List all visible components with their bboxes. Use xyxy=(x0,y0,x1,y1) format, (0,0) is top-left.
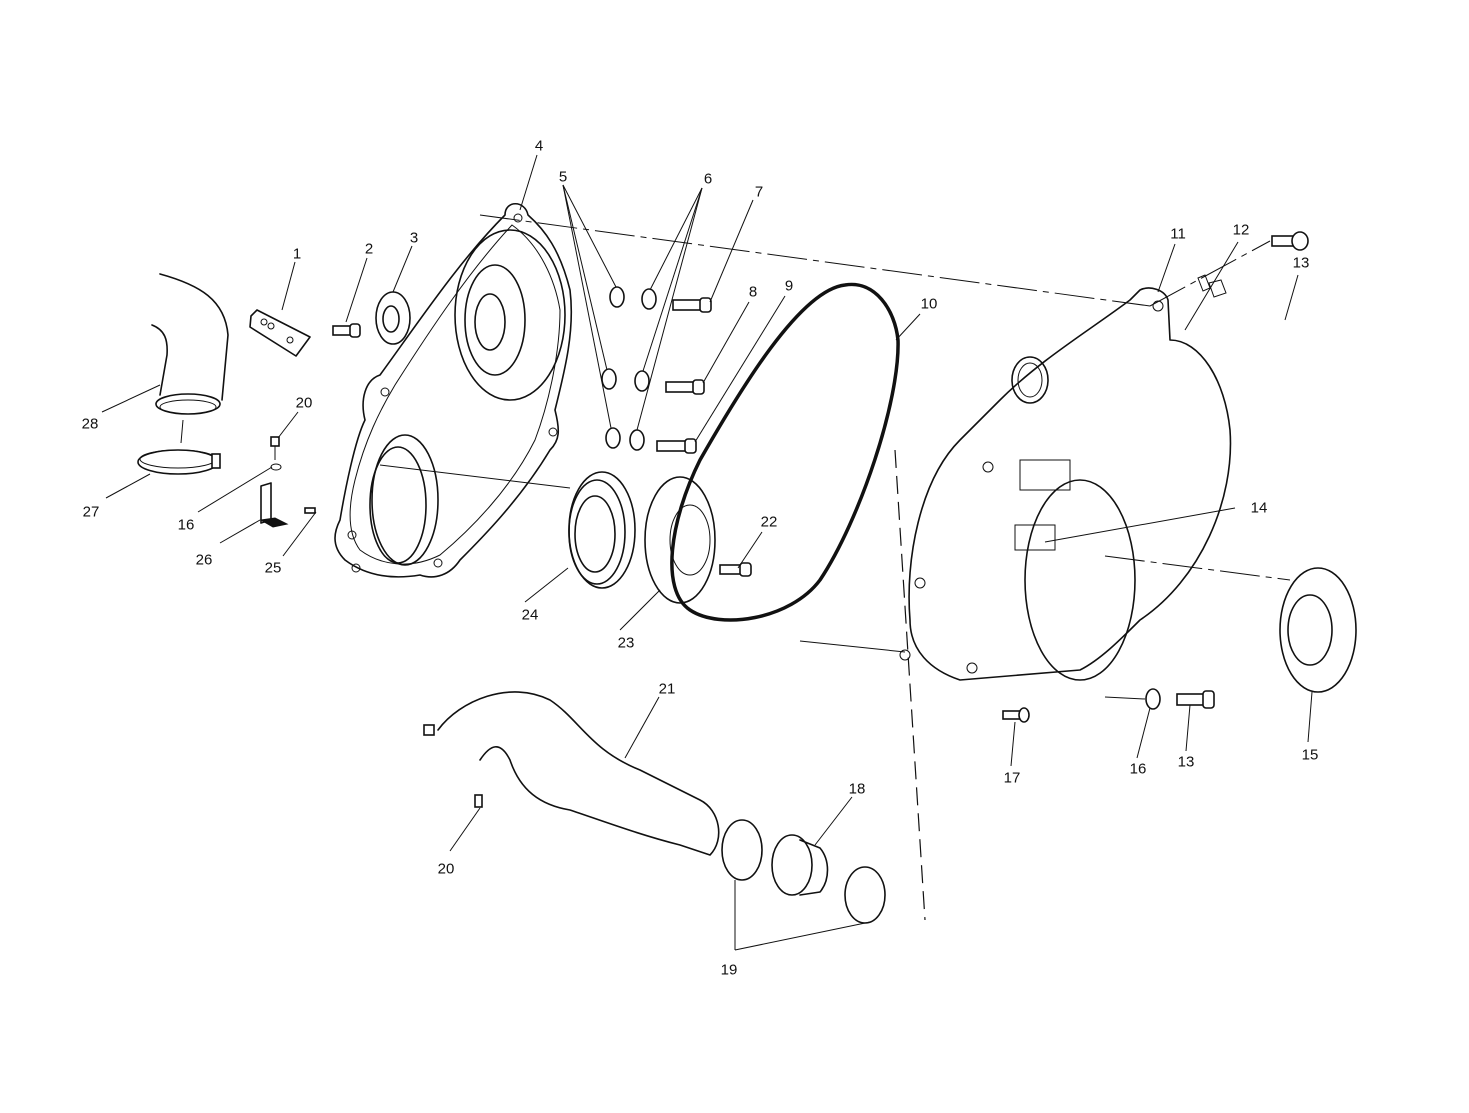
callout-5: 5 xyxy=(558,168,568,186)
callout-18: 18 xyxy=(848,780,866,798)
part-15-gasket xyxy=(1279,567,1357,693)
part-11-outer-cover xyxy=(899,287,1232,681)
part-2-bolt xyxy=(332,323,361,338)
callout-17: 17 xyxy=(1003,769,1021,787)
callout-4: 4 xyxy=(534,137,544,155)
callout-2: 2 xyxy=(364,240,374,258)
callout-15: 15 xyxy=(1301,746,1319,764)
callout-25: 25 xyxy=(264,559,282,577)
part-17-screw xyxy=(1002,707,1030,723)
leader-lines xyxy=(101,154,1313,951)
part-18-19-coupler-clamps xyxy=(721,819,886,924)
part-10-belt xyxy=(670,282,900,622)
part-13-screw-top xyxy=(1271,231,1309,251)
callout-14: 14 xyxy=(1250,499,1268,517)
callout-16-left: 16 xyxy=(177,516,195,534)
callout-9: 9 xyxy=(784,277,794,295)
part-3-seal xyxy=(375,291,411,345)
callout-20: 20 xyxy=(295,394,313,412)
callout-22: 22 xyxy=(760,513,778,531)
callout-6: 6 xyxy=(703,170,713,188)
callout-26: 26 xyxy=(195,551,213,569)
callout-28: 28 xyxy=(81,415,99,433)
callout-20-lower: 20 xyxy=(437,860,455,878)
part-1-bracket xyxy=(249,309,311,357)
washers-and-bolts xyxy=(601,286,712,454)
callout-3: 3 xyxy=(409,229,419,247)
callout-19: 19 xyxy=(720,961,738,979)
small-hardware-left xyxy=(259,436,316,528)
callout-12: 12 xyxy=(1232,221,1250,239)
callout-1: 1 xyxy=(292,245,302,263)
part-23-plate xyxy=(644,476,716,604)
callout-11: 11 xyxy=(1170,225,1186,243)
part-24-seal xyxy=(568,471,636,589)
part-21-duct xyxy=(423,691,720,856)
callout-8: 8 xyxy=(748,283,758,301)
callout-21: 21 xyxy=(658,680,676,698)
callout-13-lower: 13 xyxy=(1177,753,1195,771)
callout-7: 7 xyxy=(754,183,764,201)
part-28-elbow-duct xyxy=(151,273,229,415)
part-27-clamp xyxy=(137,419,221,475)
part-4-inner-cover xyxy=(334,202,573,578)
part-16-13-lower xyxy=(1145,688,1215,710)
callout-23: 23 xyxy=(617,634,635,652)
callout-24: 24 xyxy=(521,606,539,624)
callout-13: 13 xyxy=(1292,254,1310,272)
part-22-bolt xyxy=(719,562,752,577)
callout-16: 16 xyxy=(1129,760,1147,778)
callout-27: 27 xyxy=(82,503,100,521)
callout-10: 10 xyxy=(920,295,938,313)
